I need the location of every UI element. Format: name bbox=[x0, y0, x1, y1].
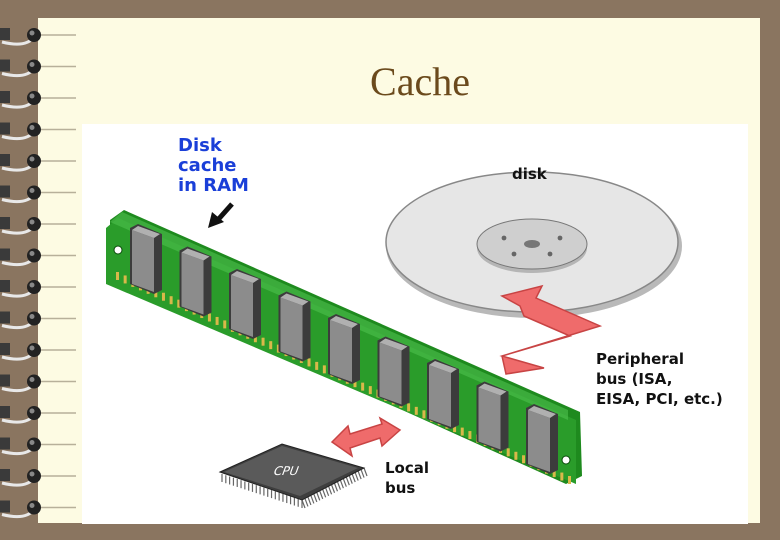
binder-rings-icon bbox=[0, 28, 76, 519]
peripheral-bus-label-line: EISA, PCI, etc.) bbox=[596, 390, 723, 408]
ram-module-icon bbox=[106, 210, 582, 484]
cpu-chip-icon bbox=[218, 443, 368, 509]
peripheral-bus-label-line: Peripheral bbox=[596, 350, 684, 368]
disk-cache-pointer-icon bbox=[208, 202, 234, 228]
disk-label: disk bbox=[512, 165, 547, 183]
local-bus-label-line: Local bbox=[385, 459, 430, 477]
peripheral-bus-label: Peripheral bus (ISA, EISA, PCI, etc.) bbox=[596, 349, 723, 409]
peripheral-bus-arrow-icon bbox=[499, 284, 603, 375]
cache-diagram: CPU Disk cache in RAM disk Peripheral bu… bbox=[82, 124, 748, 524]
disk-cache-label-line: cache bbox=[178, 155, 237, 176]
cpu-label: CPU bbox=[271, 464, 301, 478]
local-bus-label-line: bus bbox=[385, 479, 416, 497]
local-bus-arrow-icon bbox=[330, 416, 402, 458]
hard-disk-icon bbox=[385, 171, 682, 318]
peripheral-bus-label-line: bus (ISA, bbox=[596, 370, 673, 388]
disk-cache-label-line: in RAM bbox=[178, 175, 249, 196]
disk-cache-label-line: Disk bbox=[178, 135, 222, 156]
local-bus-label: Local bus bbox=[385, 458, 429, 498]
page-title: Cache bbox=[370, 59, 470, 104]
disk-cache-label: Disk cache in RAM bbox=[178, 136, 249, 196]
